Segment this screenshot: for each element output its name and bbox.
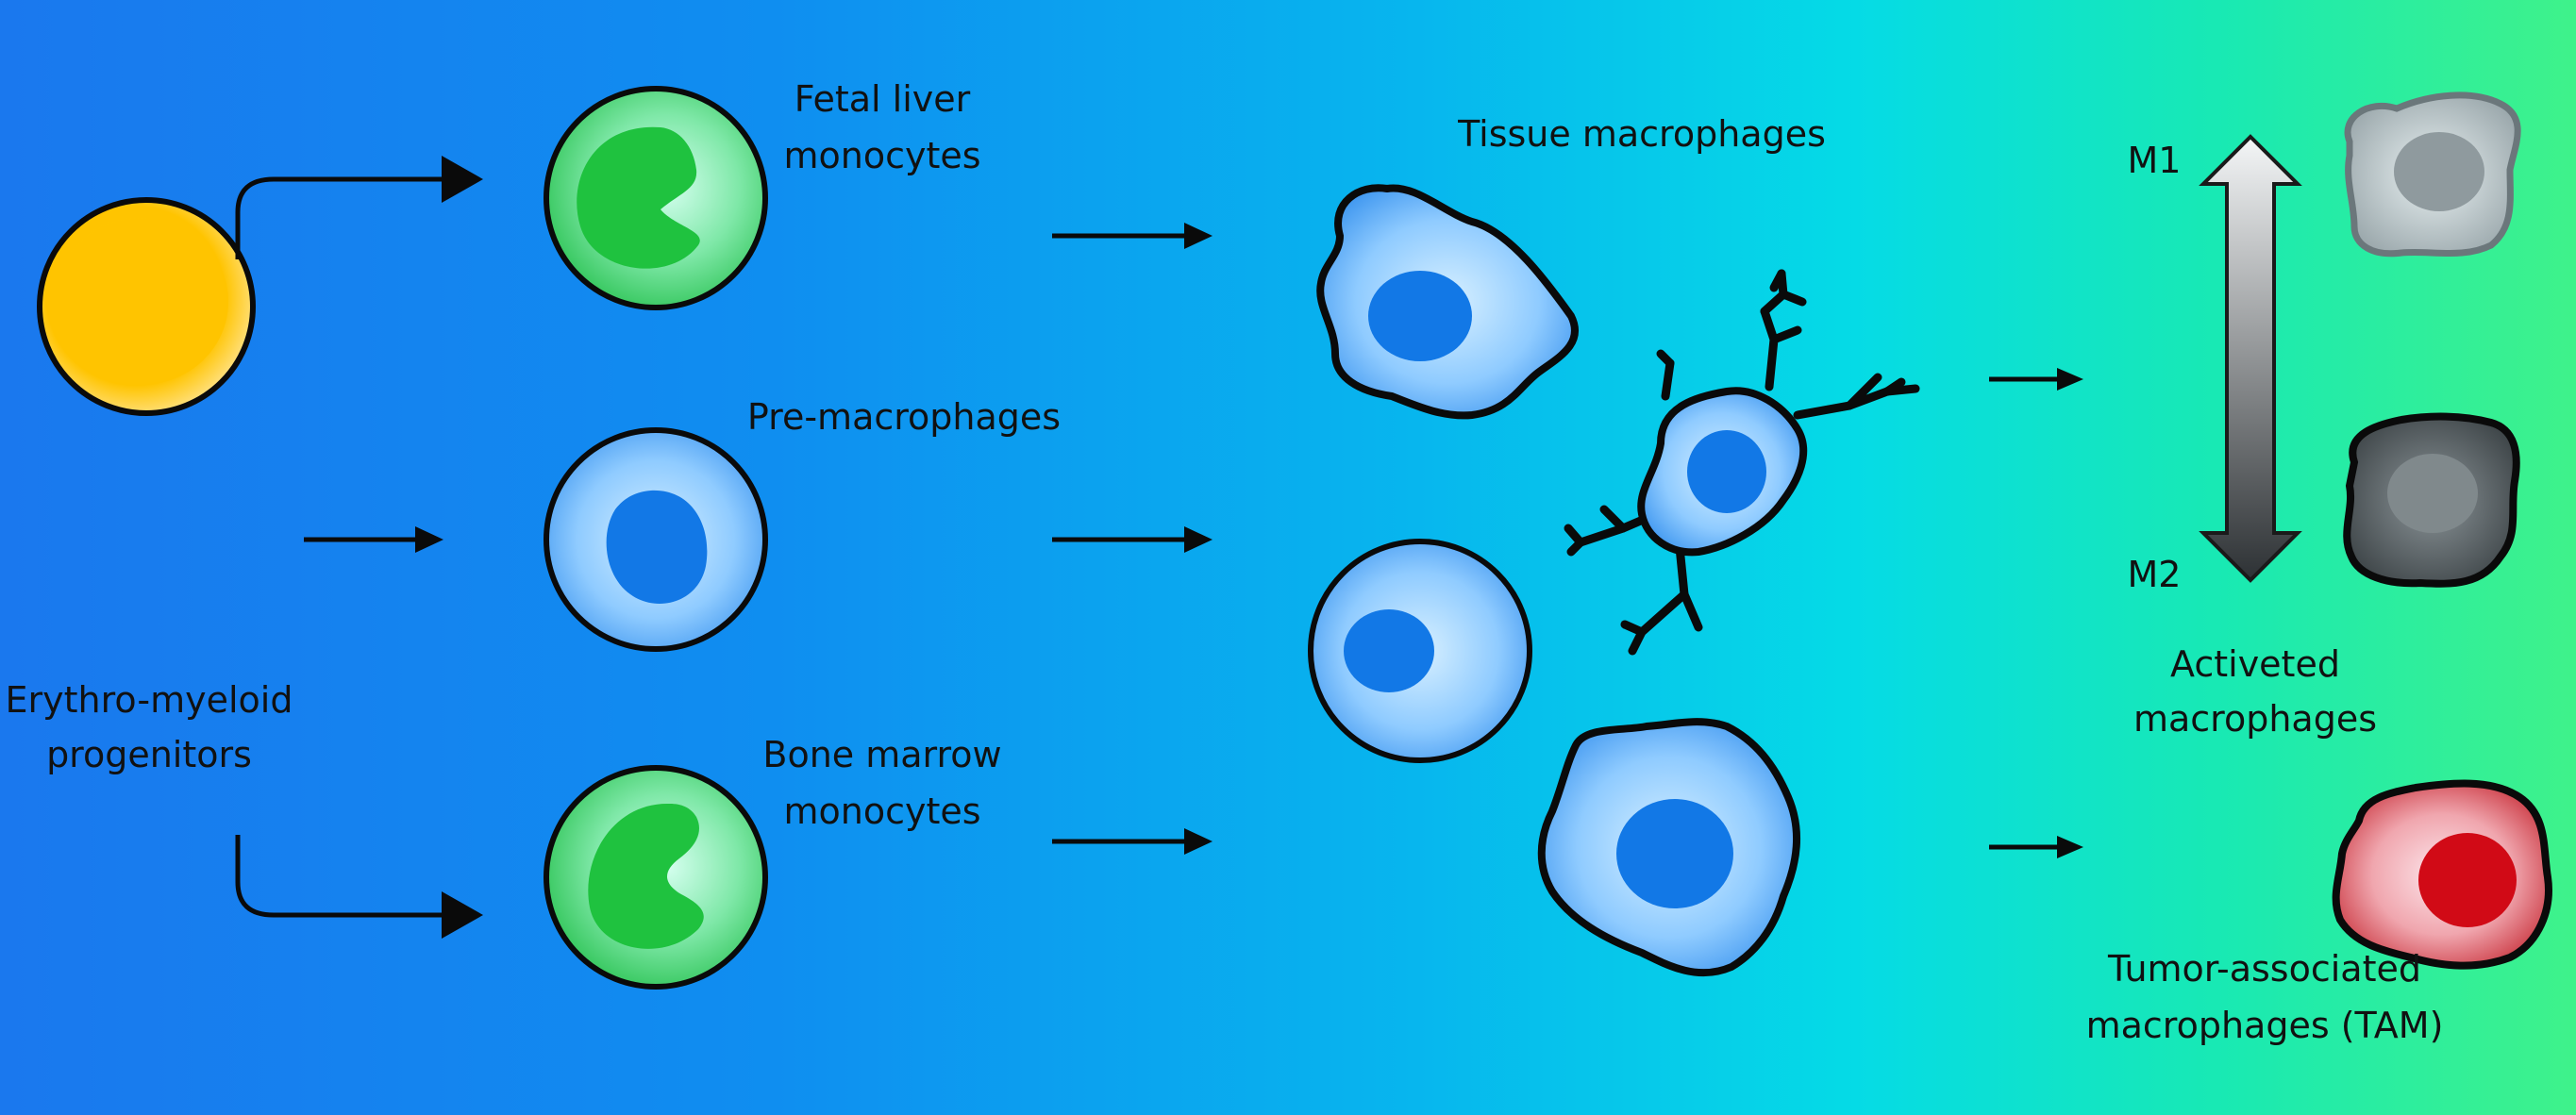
bone-marrow-label-line1: Bone marrow [762, 734, 1001, 775]
activated-label-line2: macrophages [2133, 698, 2377, 740]
tissue-macrophages-label: Tissue macrophages [1457, 113, 1826, 155]
fetal-liver-monocyte-cell [544, 86, 768, 310]
m1-m2-polarization-arrow [2199, 134, 2302, 583]
activated-label-line1: Activeted [2170, 643, 2340, 685]
tissue-macrophage-cell-2 [1308, 539, 1532, 763]
fetal-liver-label-line2: monocytes [783, 135, 980, 176]
branch-arrow-bottom [235, 835, 483, 939]
progenitors-label-line1: Erythro-myeloid [6, 679, 293, 721]
branch-arrow-middle [304, 526, 443, 553]
tam-label-line1: Tumor-associated [2107, 948, 2421, 990]
tam-cell [2332, 779, 2552, 970]
tissue-macrophage-cell-3 [1537, 718, 1800, 977]
tissue-macrophage-cell-1 [1316, 184, 1580, 420]
tam-label-line2: macrophages (TAM) [2086, 1005, 2444, 1046]
arrow-to-tissue-bottom [1052, 828, 1213, 855]
bone-marrow-label-line2: monocytes [783, 790, 980, 832]
fetal-liver-label-line1: Fetal liver [795, 78, 971, 120]
m2-label: M2 [2128, 554, 2182, 595]
m1-macrophage-cell [2344, 92, 2521, 258]
arrow-to-tam [1989, 836, 2083, 858]
bone-marrow-monocyte-cell [544, 765, 768, 990]
progenitor-cell [37, 197, 256, 416]
pre-macrophage-cell [544, 427, 768, 652]
arrow-to-tissue-middle [1052, 526, 1213, 553]
m1-label: M1 [2128, 140, 2182, 181]
arrow-to-tissue-top [1052, 223, 1213, 249]
m2-macrophage-cell [2343, 412, 2520, 588]
progenitors-label-line2: progenitors [46, 734, 252, 775]
dendritic-macrophage-cell [1564, 269, 1920, 656]
branch-arrow-top [235, 156, 483, 259]
arrow-to-activated [1989, 368, 2083, 391]
pre-macrophages-label: Pre-macrophages [747, 396, 1061, 438]
